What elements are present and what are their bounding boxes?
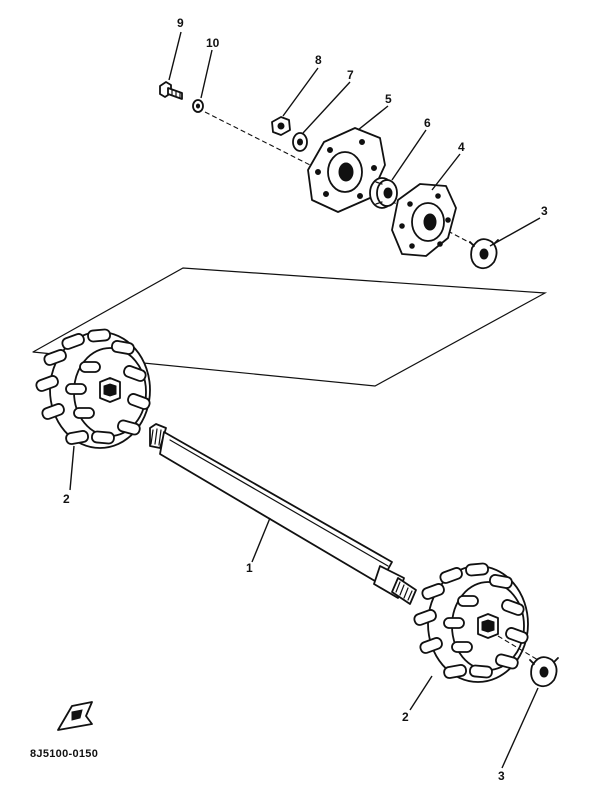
front-direction-arrow-icon [57, 701, 93, 731]
callout-labels: 9 10 8 7 5 6 4 3 2 1 2 3 [63, 16, 548, 783]
callout-5: 5 [385, 92, 392, 106]
flange-plate-part-4 [391, 183, 457, 257]
drive-shaft-part-1 [149, 423, 417, 605]
callout-6: 6 [424, 116, 431, 130]
hex-nut-part-8 [271, 116, 291, 136]
callout-3-lower: 3 [498, 769, 505, 783]
lock-washer-part-10 [192, 99, 204, 113]
callout-2-right: 2 [402, 710, 409, 724]
callout-4: 4 [458, 140, 465, 154]
circlip-part-3-lower [529, 656, 559, 688]
callout-2-left: 2 [63, 492, 70, 506]
bearing-part-6 [369, 177, 398, 209]
callout-10: 10 [206, 36, 220, 50]
callout-7: 7 [347, 68, 354, 82]
callout-1: 1 [246, 561, 253, 575]
callout-leaders [69, 31, 541, 769]
callout-3-upper: 3 [541, 204, 548, 218]
diagram-reference-code: 8J5100-0150 [30, 748, 99, 760]
flat-washer-part-7 [292, 132, 308, 152]
drive-sprocket-part-2-left [35, 328, 151, 449]
assembly-reference-frame [32, 267, 548, 387]
bolt-part-9 [159, 81, 183, 100]
sprocket-teeth-left [35, 328, 151, 445]
callout-9: 9 [177, 16, 184, 30]
callout-8: 8 [315, 53, 322, 67]
sprocket-teeth-right [413, 562, 529, 679]
drive-sprocket-part-2-right [413, 562, 529, 683]
